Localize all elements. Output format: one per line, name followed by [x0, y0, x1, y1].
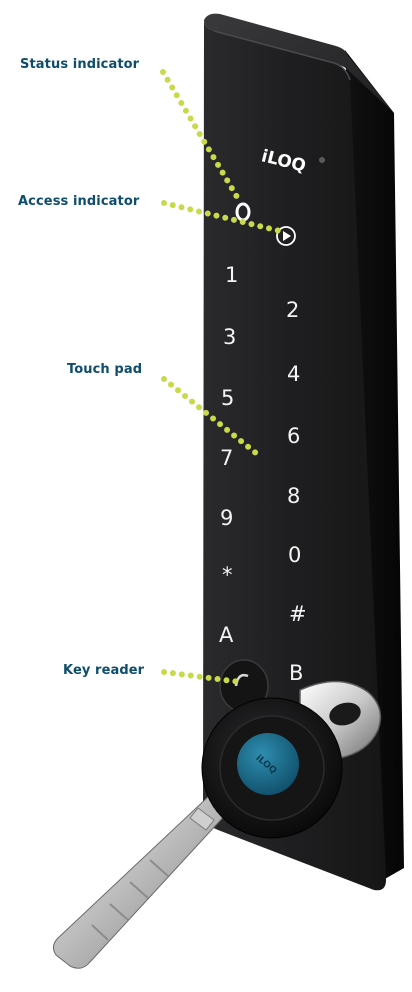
key-1: 1	[225, 263, 238, 287]
key-a: A	[219, 623, 234, 647]
key-8: 8	[287, 484, 300, 508]
callout-status-indicator: Status indicator	[20, 57, 139, 72]
key-6: 6	[287, 424, 300, 448]
sensor-light	[319, 157, 325, 163]
key-4: 4	[287, 362, 300, 386]
key-3: 3	[223, 325, 236, 349]
key-5: 5	[221, 386, 234, 410]
key-7: 7	[220, 446, 233, 470]
key-0: 0	[288, 543, 301, 567]
callout-touch-pad: Touch pad	[67, 362, 142, 377]
key-b: B	[289, 661, 303, 685]
key-2: 2	[286, 298, 299, 322]
key-9: 9	[220, 506, 233, 530]
callout-access-indicator: Access indicator	[18, 194, 139, 209]
callout-key-reader: Key reader	[63, 663, 144, 678]
key-star: *	[222, 563, 233, 587]
key-blade	[53, 795, 228, 968]
key-hash: #	[289, 602, 307, 626]
